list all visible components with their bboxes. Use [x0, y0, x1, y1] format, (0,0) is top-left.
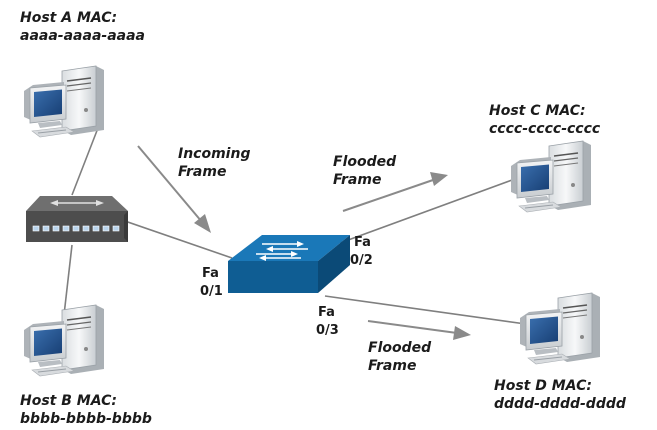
flooded-frame-arrow-to-c — [342, 172, 448, 212]
host-b-mac: bbbb-bbbb-bbbb — [20, 411, 152, 427]
host-a-mac: aaaa-aaaa-aaaa — [20, 28, 145, 44]
port-fa03-number: 0/3 — [316, 323, 339, 338]
flooded-frame-c-label: Flooded — [333, 154, 397, 170]
hub-icon — [26, 196, 128, 242]
link-hub-switch — [121, 219, 233, 259]
host-c-mac: cccc-cccc-cccc — [489, 121, 601, 137]
incoming-frame-label: Incoming — [178, 146, 251, 162]
host-b-title: Host B MAC: — [20, 393, 117, 409]
host-b-computer-icon — [23, 304, 105, 377]
port-fa01-label: Fa — [202, 266, 219, 281]
flooded-frame-d-label: Flooded — [368, 340, 432, 356]
host-a-title: Host A MAC: — [20, 10, 118, 26]
link-hostb-hub — [63, 244, 73, 316]
host-d-computer-icon — [519, 292, 601, 365]
host-a-computer-icon — [23, 65, 105, 138]
host-c-title: Host C MAC: — [489, 103, 586, 119]
flooded-frame-c-label-2: Frame — [333, 172, 382, 188]
host-d-mac: dddd-dddd-dddd — [494, 396, 626, 412]
switch-icon — [228, 235, 350, 293]
link-hosta-hub — [71, 127, 99, 196]
incoming-frame-label-2: Frame — [178, 164, 227, 180]
port-fa01-number: 0/1 — [200, 284, 223, 299]
flooded-frame-arrow-to-d — [367, 320, 471, 340]
incoming-frame-arrow — [137, 145, 211, 233]
port-fa02-label: Fa — [354, 235, 371, 250]
link-switch-hostd — [324, 295, 534, 326]
host-c-computer-icon — [510, 140, 592, 213]
link-switch-hostc — [339, 179, 513, 244]
flooded-frame-d-label-2: Frame — [368, 358, 417, 374]
host-d-title: Host D MAC: — [494, 378, 592, 394]
port-fa02-number: 0/2 — [350, 253, 373, 268]
port-fa03-label: Fa — [318, 305, 335, 320]
